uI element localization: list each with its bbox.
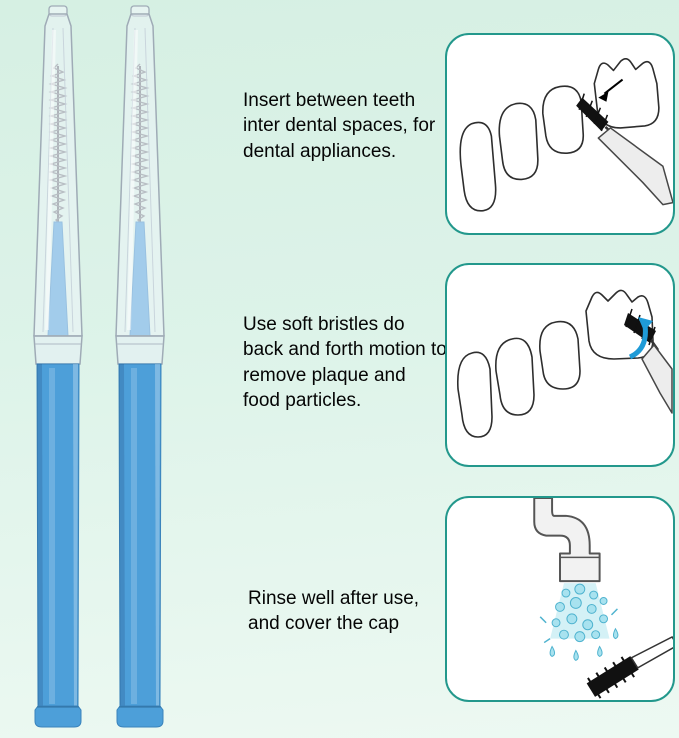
brush-handle bbox=[597, 127, 673, 206]
faucet bbox=[533, 498, 601, 583]
interdental-brush-left bbox=[33, 5, 83, 728]
insert-between-teeth-illustration bbox=[459, 57, 673, 212]
interdental-brush-right bbox=[115, 5, 165, 728]
rinse-under-water-illustration bbox=[533, 498, 673, 699]
rinsed-brush bbox=[586, 636, 673, 699]
step-1-text: Insert between teeth inter dental spaces… bbox=[243, 90, 436, 162]
step-2-panel bbox=[445, 263, 675, 467]
interdental-brushes-photo bbox=[33, 5, 165, 728]
brush-tip bbox=[624, 313, 656, 343]
step-1-panel bbox=[445, 33, 675, 235]
back-and-forth-motion-illustration bbox=[456, 289, 673, 438]
step-2-text: Use soft bristles do back and forth moti… bbox=[243, 314, 447, 411]
step-3-panel bbox=[445, 496, 675, 702]
brush-tip bbox=[576, 97, 609, 131]
brush-handle bbox=[641, 344, 673, 414]
step-3-text: Rinse well after use, and cover the cap bbox=[248, 588, 420, 635]
